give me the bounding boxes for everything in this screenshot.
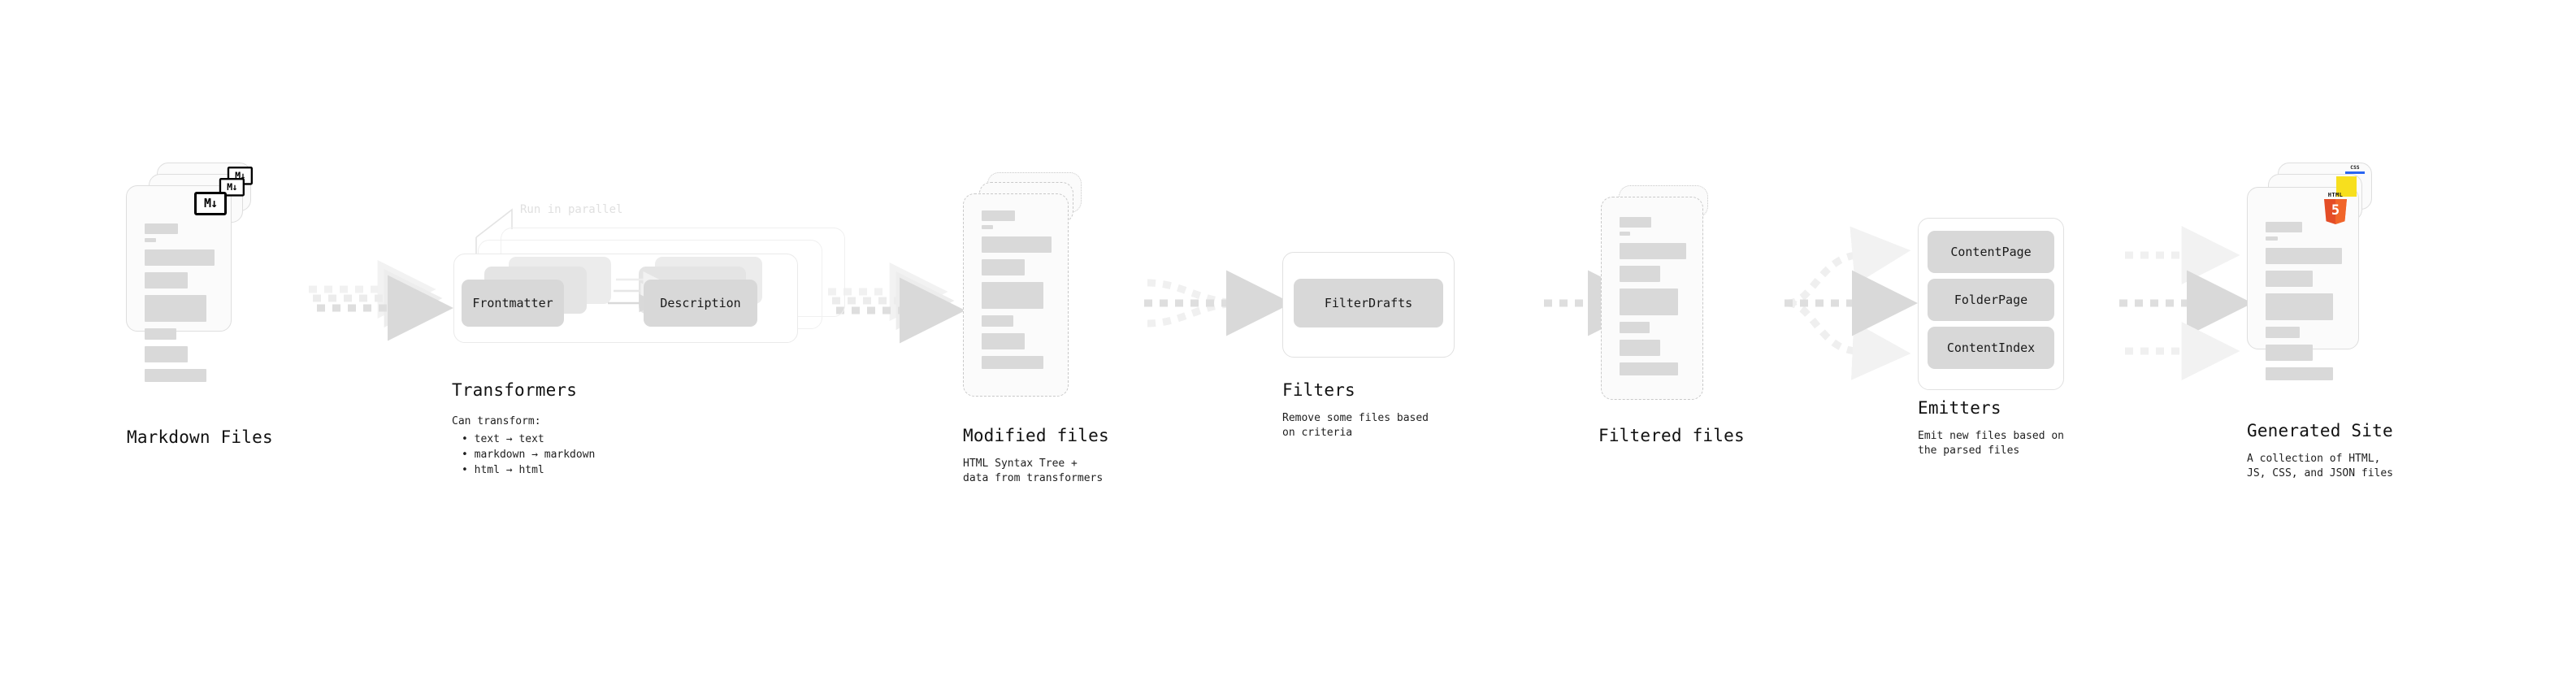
emitters-title: Emitters [1918, 398, 2001, 418]
doc-skeleton-line [1620, 362, 1678, 375]
doc-skeleton-line [1620, 232, 1630, 236]
arrow-emitters-to-site [2119, 226, 2253, 380]
description-pill[interactable]: Description [644, 280, 757, 327]
filters-title: Filters [1282, 380, 1355, 400]
description-pill-label: Description [660, 296, 741, 310]
doc-skeleton-line [982, 236, 1052, 253]
doc-skeleton-line [145, 249, 215, 266]
html5-icon: HTML 5 [2322, 193, 2349, 225]
doc-skeleton-line [1620, 322, 1650, 333]
run-in-parallel-note: Run in parallel [520, 203, 623, 216]
arrow-markdown-to-transformers [309, 260, 453, 341]
arrow-filtered-to-emitters [1785, 226, 1918, 380]
html5-icon-digit: 5 [2331, 202, 2340, 219]
doc-skeleton-line [145, 295, 206, 322]
doc-skeleton-line [2266, 367, 2333, 380]
emitters-subtitle: Emit new files based on the parsed files [1918, 430, 2065, 457]
doc-skeleton-line [982, 259, 1025, 275]
doc-skeleton-line [1620, 340, 1660, 356]
doc-skeleton-line [145, 369, 206, 382]
doc-skeleton-line [1620, 217, 1651, 228]
doc-skeleton-line [145, 238, 156, 242]
css-icon-label: CSS [2350, 165, 2360, 171]
doc-skeleton-line [2266, 236, 2278, 241]
html5-icon-shield: 5 [2324, 199, 2347, 224]
transformers-bullet-0: • text → text [462, 432, 544, 445]
doc-skeleton-line [145, 328, 176, 340]
doc-skeleton-line [145, 272, 188, 288]
transformers-bullet-2: • html → html [462, 463, 544, 476]
doc-skeleton-line [982, 315, 1013, 327]
markdown-files-title: Markdown Files [127, 427, 273, 447]
doc-skeleton-line [145, 223, 178, 234]
doc-skeleton-line [982, 333, 1025, 349]
doc-skeleton-line [2266, 345, 2313, 361]
doc-skeleton-line [2266, 248, 2342, 264]
doc-skeleton-line [145, 346, 188, 362]
modified-files-title: Modified files [963, 426, 1109, 445]
arrow-modified-to-filters [1144, 270, 1292, 336]
transformers-title: Transformers [452, 380, 578, 400]
contentindex-pill-label: ContentIndex [1946, 340, 2036, 355]
transformers-bullets: Can transform: • text → text • markdown … [452, 414, 595, 478]
css-icon-bar [2345, 171, 2365, 174]
markdown-card-lines [145, 223, 216, 388]
doc-skeleton-line [982, 282, 1043, 309]
doc-skeleton-line [2266, 327, 2300, 338]
transformers-caption: Can transform: [452, 415, 541, 427]
doc-skeleton-line [1620, 243, 1686, 259]
modified-card-lines [982, 210, 1053, 375]
contentpage-pill-label: ContentPage [1950, 245, 2032, 259]
doc-skeleton-line [982, 210, 1015, 221]
doc-skeleton-line [2266, 293, 2333, 320]
generated-site-title: Generated Site [2247, 421, 2393, 440]
css3-icon: CSS [2344, 166, 2366, 176]
doc-skeleton-line [1620, 288, 1678, 315]
filterdrafts-pill[interactable]: FilterDrafts [1294, 279, 1443, 327]
filterdrafts-pill-label: FilterDrafts [1324, 296, 1413, 310]
js-icon [2336, 176, 2357, 197]
markdown-icon-mid: M↓ [219, 178, 245, 197]
transformers-bullet-1: • markdown → markdown [462, 448, 596, 461]
modified-files-subtitle: HTML Syntax Tree + data from transformer… [963, 458, 1104, 484]
filtered-card-lines [1620, 217, 1688, 382]
frontmatter-pill[interactable]: Frontmatter [462, 280, 564, 327]
modified-card-front [963, 193, 1069, 397]
filters-subtitle: Remove some files based on criteria [1282, 412, 1429, 439]
filtered-card-front [1601, 197, 1703, 400]
generated-site-subtitle: A collection of HTML, JS, CSS, and JSON … [2247, 453, 2394, 479]
doc-skeleton-line [2266, 271, 2313, 287]
contentindex-pill[interactable]: ContentIndex [1928, 327, 2054, 369]
contentpage-pill[interactable]: ContentPage [1928, 231, 2054, 273]
doc-skeleton-line [982, 356, 1043, 369]
doc-skeleton-line [2266, 222, 2302, 232]
doc-skeleton-line [982, 225, 993, 229]
folderpage-pill[interactable]: FolderPage [1928, 279, 2054, 321]
doc-skeleton-line [1620, 266, 1660, 282]
markdown-icon-front: M↓ [194, 192, 227, 215]
frontmatter-pill-label: Frontmatter [472, 296, 553, 310]
markdown-card-front [126, 185, 232, 382]
site-card-lines [2266, 222, 2344, 387]
folderpage-pill-label: FolderPage [1954, 293, 2028, 307]
html5-icon-word: HTML [2327, 192, 2344, 198]
filtered-files-title: Filtered files [1598, 426, 1745, 445]
